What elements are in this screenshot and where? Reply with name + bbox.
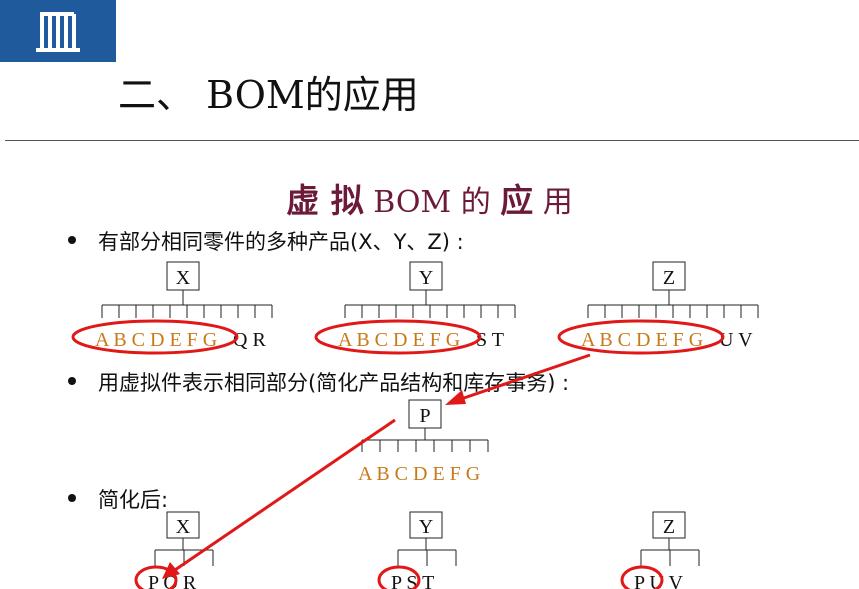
highlight-ellipse [557,319,725,355]
slide-title-part-4: 用 [533,185,573,220]
bullet-item: 有部分相同零件的多种产品(X、Y、Z) : [68,226,464,256]
phantom-p-label: P [419,405,430,427]
phantom-p-connector [362,428,488,441]
bullet-dot [68,494,76,502]
simplified-x-label: X [176,516,191,538]
simplified-z-children: P U V [634,572,683,589]
highlight-circle [377,565,421,589]
product-z-connector [588,290,758,306]
bullet-text: 用虚拟件表示相同部分(简化产品结构和库存事务) : [98,371,570,395]
simplified-y-children: P S T [391,572,434,589]
product-y-connector [345,290,515,306]
simplified-y-label: Y [419,516,433,538]
highlight-ellipse [71,319,239,355]
logo [0,0,116,62]
arrow-to-simplified [171,418,396,574]
phantom-p-children: A B C D E F G [358,463,480,485]
simplified-z-label: Z [663,516,675,538]
product-x-extra-parts: Q R [233,329,266,351]
slide-title: 虚 拟 BOM 的 应 用 [0,174,859,222]
bullet-dot [68,236,76,244]
arrow-to-phantom [457,353,591,402]
phantom-p-branches [361,440,489,452]
slide-title-part-1: 虚 拟 [286,181,364,220]
slide-title-part-2: BOM 的 [363,185,501,220]
arrow-head-icon [162,562,180,579]
arrow-head-icon [445,390,466,405]
simplified-y-branches [397,538,457,566]
product-z-branches [587,305,759,318]
product-x-branches [101,305,273,318]
title-divider [5,140,859,141]
slide-title-part-3: 应 [500,181,534,220]
bullet-item: 用虚拟件表示相同部分(简化产品结构和库存事务) : [68,367,569,397]
building-logo-icon [36,12,80,52]
section-title: 二、 BOM的应用 [118,73,419,117]
product-x-common-parts: A B C D E F G [95,329,217,351]
product-y-label: Y [419,267,433,289]
product-y-common-parts: A B C D E F G [338,329,460,351]
product-z-extra-parts: U V [719,329,753,351]
product-z-common-parts: A B C D E F G [581,329,703,351]
highlight-circle [620,565,664,589]
highlight-ellipse [314,319,482,355]
product-y-extra-parts: S T [476,329,504,351]
bullet-text: 有部分相同零件的多种产品(X、Y、Z) : [98,230,464,254]
highlight-circle [134,565,178,589]
product-y-branches [344,305,516,318]
bullet-text: 简化后: [98,488,169,512]
simplified-x-branches [154,538,214,566]
simplified-z-branches [640,538,700,566]
simplified-x-children: P Q R [148,572,197,589]
bullet-dot [68,377,76,385]
product-z-label: Z [663,267,675,289]
product-x-label: X [176,267,191,289]
bullet-item: 简化后: [68,484,168,514]
product-x-connector [102,290,272,306]
